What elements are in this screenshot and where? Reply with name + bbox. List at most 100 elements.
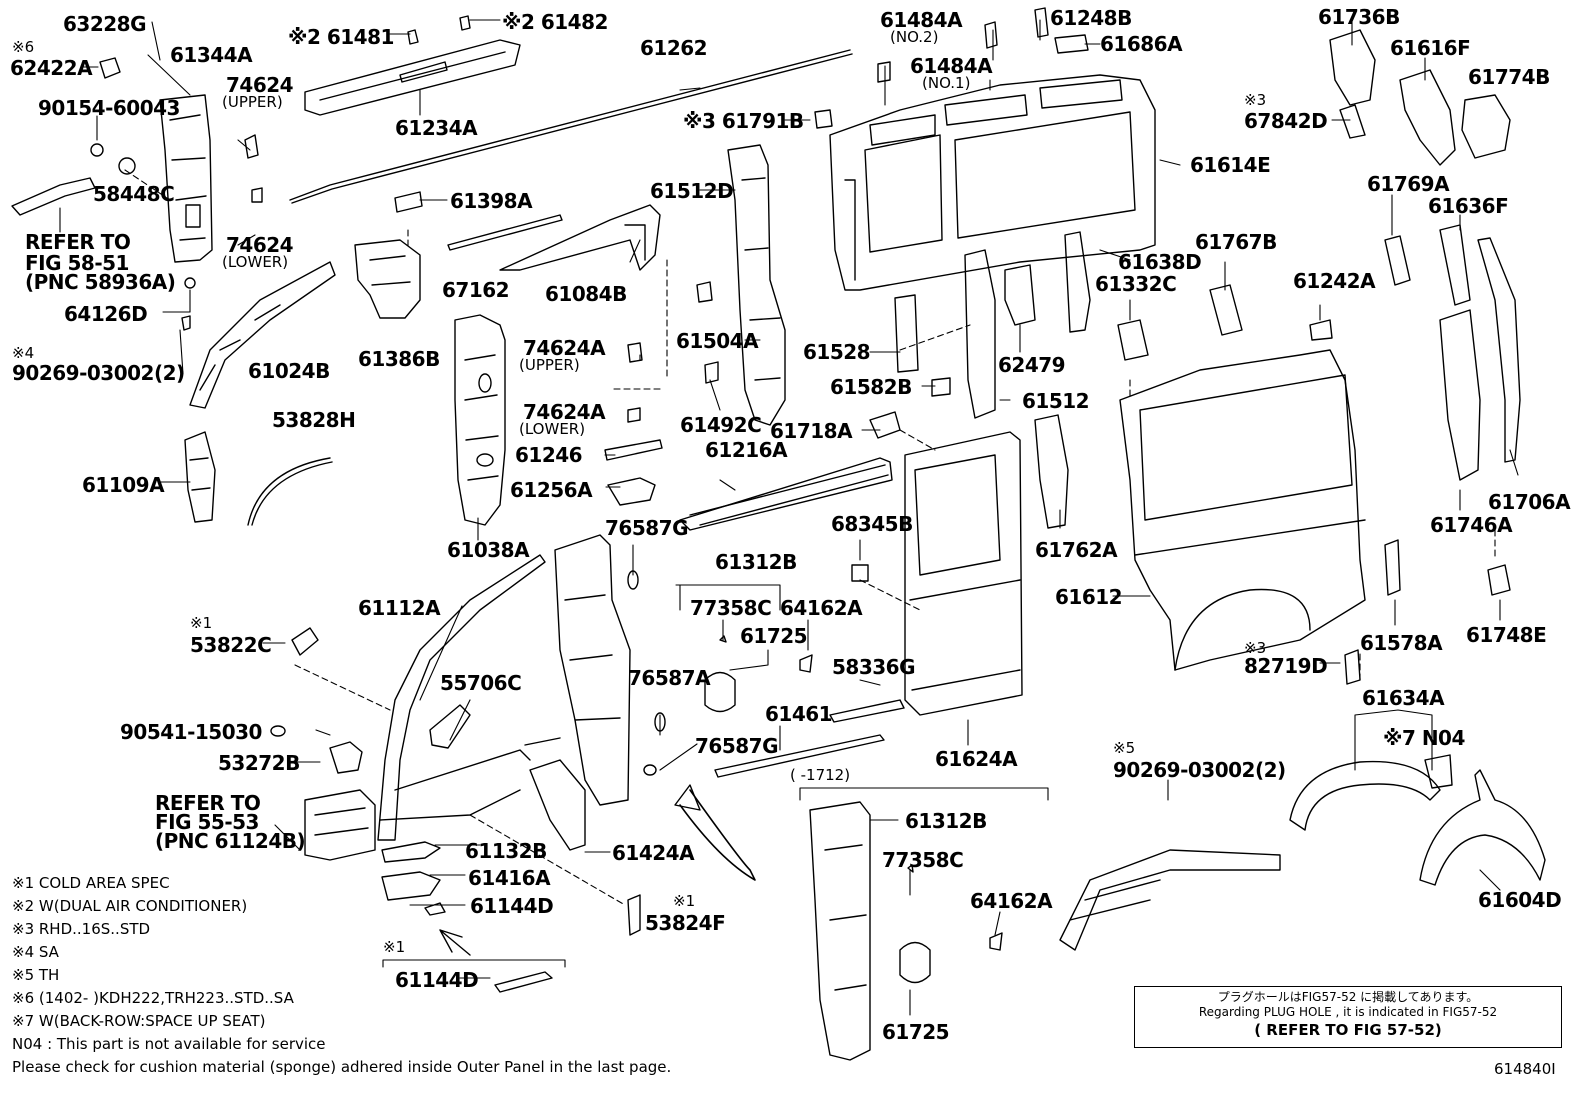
part-label-61144d-1[interactable]: 61144D: [470, 894, 554, 918]
part-label-61614e[interactable]: 61614E: [1190, 153, 1271, 177]
refer-to-label-1[interactable]: REFER TO: [25, 230, 131, 254]
part-label-67842d[interactable]: 67842D: [1244, 109, 1328, 133]
part-label-61774b[interactable]: 61774B: [1468, 65, 1550, 89]
part-label-61725-2[interactable]: 61725: [882, 1020, 950, 1044]
part-label-61461[interactable]: 61461: [765, 702, 833, 726]
part-label-90541-15030[interactable]: 90541-15030: [120, 720, 262, 744]
refer-fig-58-51[interactable]: FIG 58-51: [25, 251, 129, 275]
part-label-61109a[interactable]: 61109A: [82, 473, 165, 497]
part-label-61246[interactable]: 61246: [515, 443, 583, 467]
part-label-61582b[interactable]: 61582B: [830, 375, 912, 399]
part-label-77358c-1[interactable]: 77358C: [690, 596, 772, 620]
part-label-61144d-2[interactable]: 61144D: [395, 968, 479, 992]
part-label-58448c[interactable]: 58448C: [93, 182, 175, 206]
part-label-61512[interactable]: 61512: [1022, 389, 1090, 413]
part-label-61512d[interactable]: 61512D: [650, 179, 734, 203]
part-label-61344a[interactable]: 61344A: [170, 43, 253, 67]
part-label-53828h[interactable]: 53828H: [272, 408, 356, 432]
part-label-90269-03002-b[interactable]: 90269-03002(2): [1113, 758, 1286, 782]
refer-fig-55-53[interactable]: FIG 55-53: [155, 810, 259, 834]
part-label-82719d[interactable]: 82719D: [1244, 654, 1328, 678]
part-label-67162[interactable]: 67162: [442, 278, 510, 302]
part-label-61481[interactable]: ※2 61481: [288, 25, 394, 49]
part-label-n04[interactable]: ※7 N04: [1383, 726, 1465, 750]
part-label-64126d[interactable]: 64126D: [64, 302, 148, 326]
part-label-61706a[interactable]: 61706A: [1488, 490, 1571, 514]
part-label-61262[interactable]: 61262: [640, 36, 708, 60]
part-label-61718a[interactable]: 61718A: [770, 419, 853, 443]
part-label-64162a-2[interactable]: 64162A: [970, 889, 1053, 913]
part-label-61616f[interactable]: 61616F: [1390, 36, 1471, 60]
part-label-61084b[interactable]: 61084B: [545, 282, 627, 306]
part-label-61416a[interactable]: 61416A: [468, 866, 551, 890]
part-label-61634a[interactable]: 61634A: [1362, 686, 1445, 710]
part-label-61578a[interactable]: 61578A: [1360, 631, 1443, 655]
refer-pnc-58936a[interactable]: (PNC 58936A): [25, 270, 176, 294]
part-label-61624a[interactable]: 61624A: [935, 747, 1018, 771]
part-label-61024b[interactable]: 61024B: [248, 359, 330, 383]
part-label-61762a[interactable]: 61762A: [1035, 538, 1118, 562]
part-label-61767b[interactable]: 61767B: [1195, 230, 1277, 254]
part-label-61424a[interactable]: 61424A: [612, 841, 695, 865]
part-label-61604d[interactable]: 61604D: [1478, 888, 1562, 912]
part-label-61482[interactable]: ※2 61482: [502, 10, 608, 34]
part-label-74624a-upper[interactable]: 74624A: [523, 336, 606, 360]
part-label-74624a-lower[interactable]: 74624A: [523, 400, 606, 424]
refer-to-fig-57-52-link[interactable]: ( REFER TO FIG 57-52): [1254, 1021, 1442, 1039]
part-label-61112a[interactable]: 61112A: [358, 596, 441, 620]
part-label-61636f[interactable]: 61636F: [1428, 194, 1509, 218]
part-label-90269-03002-a[interactable]: 90269-03002(2): [12, 361, 185, 385]
part-label-61386b[interactable]: 61386B: [358, 347, 440, 371]
footnote-2: ※2 W(DUAL AIR CONDITIONER): [12, 897, 248, 915]
part-label-53272b[interactable]: 53272B: [218, 751, 300, 775]
part-label-61504a[interactable]: 61504A: [676, 329, 759, 353]
part-label-68345b[interactable]: 68345B: [831, 512, 913, 536]
part-label-64162a-1[interactable]: 64162A: [780, 596, 863, 620]
part-label-61791b[interactable]: ※3 61791B: [683, 109, 804, 133]
note-n04: N04 : This part is not available for ser…: [12, 1035, 326, 1053]
part-label-90154-60043[interactable]: 90154-60043: [38, 96, 180, 120]
part-label-61725-1[interactable]: 61725: [740, 624, 808, 648]
footnote-5: ※5 TH: [12, 966, 60, 984]
part-label-53824f[interactable]: 53824F: [645, 911, 726, 935]
footnote-marker-6: ※6: [12, 38, 35, 56]
refer-to-label-2[interactable]: REFER TO: [155, 791, 261, 815]
part-label-76587g-2[interactable]: 76587G: [695, 734, 779, 758]
part-label-61312b-1[interactable]: 61312B: [715, 550, 797, 574]
part-label-61484a-no2[interactable]: 61484A: [880, 8, 963, 32]
part-label-61769a[interactable]: 61769A: [1367, 172, 1450, 196]
part-label-61484a-no1[interactable]: 61484A: [910, 54, 993, 78]
part-label-76587g-1[interactable]: 76587G: [605, 516, 689, 540]
part-label-61398a[interactable]: 61398A: [450, 189, 533, 213]
part-label-53822c[interactable]: 53822C: [190, 633, 272, 657]
part-label-61686a[interactable]: 61686A: [1100, 32, 1183, 56]
part-label-61038a[interactable]: 61038A: [447, 538, 530, 562]
part-label-61736b[interactable]: 61736B: [1318, 5, 1400, 29]
part-label-61612[interactable]: 61612: [1055, 585, 1123, 609]
part-label-63228g[interactable]: 63228G: [63, 12, 147, 36]
part-label-61492c[interactable]: 61492C: [680, 413, 762, 437]
part-label-61312b-2[interactable]: 61312B: [905, 809, 987, 833]
part-label-55706c[interactable]: 55706C: [440, 671, 522, 695]
part-label-61242a[interactable]: 61242A: [1293, 269, 1376, 293]
part-label-61256a[interactable]: 61256A: [510, 478, 593, 502]
part-label-62479[interactable]: 62479: [998, 353, 1066, 377]
part-label-61248b[interactable]: 61248B: [1050, 6, 1132, 30]
part-label-77358c-2[interactable]: 77358C: [882, 848, 964, 872]
part-label-61234a[interactable]: 61234A: [395, 116, 478, 140]
part-label-61638d[interactable]: 61638D: [1118, 250, 1202, 274]
part-label-61132b[interactable]: 61132B: [465, 839, 547, 863]
part-label-61528[interactable]: 61528: [803, 340, 871, 364]
part-label-74624-lower[interactable]: 74624: [226, 233, 294, 257]
part-label-76587a[interactable]: 76587A: [628, 666, 711, 690]
part-label-62422a[interactable]: 62422A: [10, 56, 93, 80]
footnote-3: ※3 RHD..16S..STD: [12, 920, 151, 938]
part-label-61748e[interactable]: 61748E: [1466, 623, 1547, 647]
part-label-58336g[interactable]: 58336G: [832, 655, 916, 679]
refer-pnc-61124b[interactable]: (PNC 61124B): [155, 829, 306, 853]
part-label-61746a[interactable]: 61746A: [1430, 513, 1513, 537]
footnote-marker-1c: ※1: [383, 938, 406, 956]
part-label-61216a[interactable]: 61216A: [705, 438, 788, 462]
part-label-61332c[interactable]: 61332C: [1095, 272, 1177, 296]
part-label-74624-upper[interactable]: 74624: [226, 73, 294, 97]
